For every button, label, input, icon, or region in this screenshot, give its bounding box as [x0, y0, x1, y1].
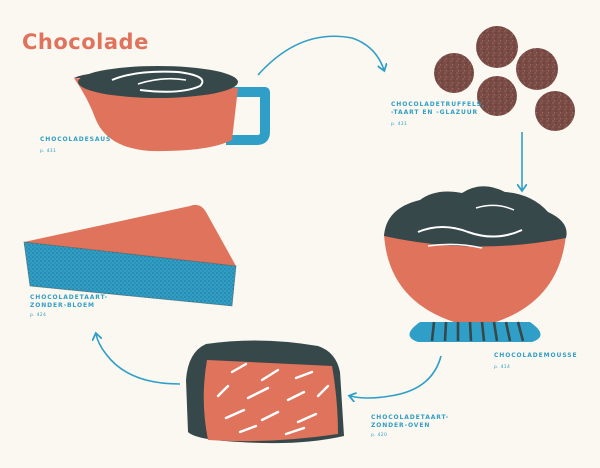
gravy-boat-icon — [74, 66, 270, 152]
label-chocoladetaart-zonder-oven: CHOCOLADETAART- ZONDER-OVEN — [371, 414, 450, 429]
page-ref-chocoladetruffels: p. 431 — [391, 122, 408, 127]
arrow-cake-to-slice — [96, 334, 181, 385]
page-ref-chocoladetaart-zonder-bloem: p. 424 — [30, 313, 47, 318]
cake-slice-icon — [23, 204, 237, 307]
no-bake-cake-icon — [186, 340, 344, 444]
page-ref-chocolademousse: p. 414 — [494, 365, 511, 370]
label-chocoladetruffels: CHOCOLADETRUFFELS, -TAART EN -GLAZUUR — [391, 101, 486, 116]
page-ref-chocoladetaart-zonder-oven: p. 420 — [371, 433, 388, 438]
page-title: Chocolade — [22, 30, 149, 54]
arrow-mousse-to-cake — [350, 355, 442, 398]
label-chocolademousse: CHOCOLADEMOUSSE — [494, 352, 578, 359]
truffles-icon — [434, 26, 575, 131]
cycle-arrows — [96, 35, 522, 398]
label-chocoladesaus: CHOCOLADESAUS — [40, 136, 112, 143]
arrow-sauce-to-truffles — [257, 35, 384, 76]
page-ref-chocoladesaus: p. 431 — [40, 149, 57, 154]
mousse-bowl-icon — [384, 186, 567, 342]
label-chocoladetaart-zonder-bloem: CHOCOLADETAART- ZONDER-BLOEM — [30, 294, 109, 309]
